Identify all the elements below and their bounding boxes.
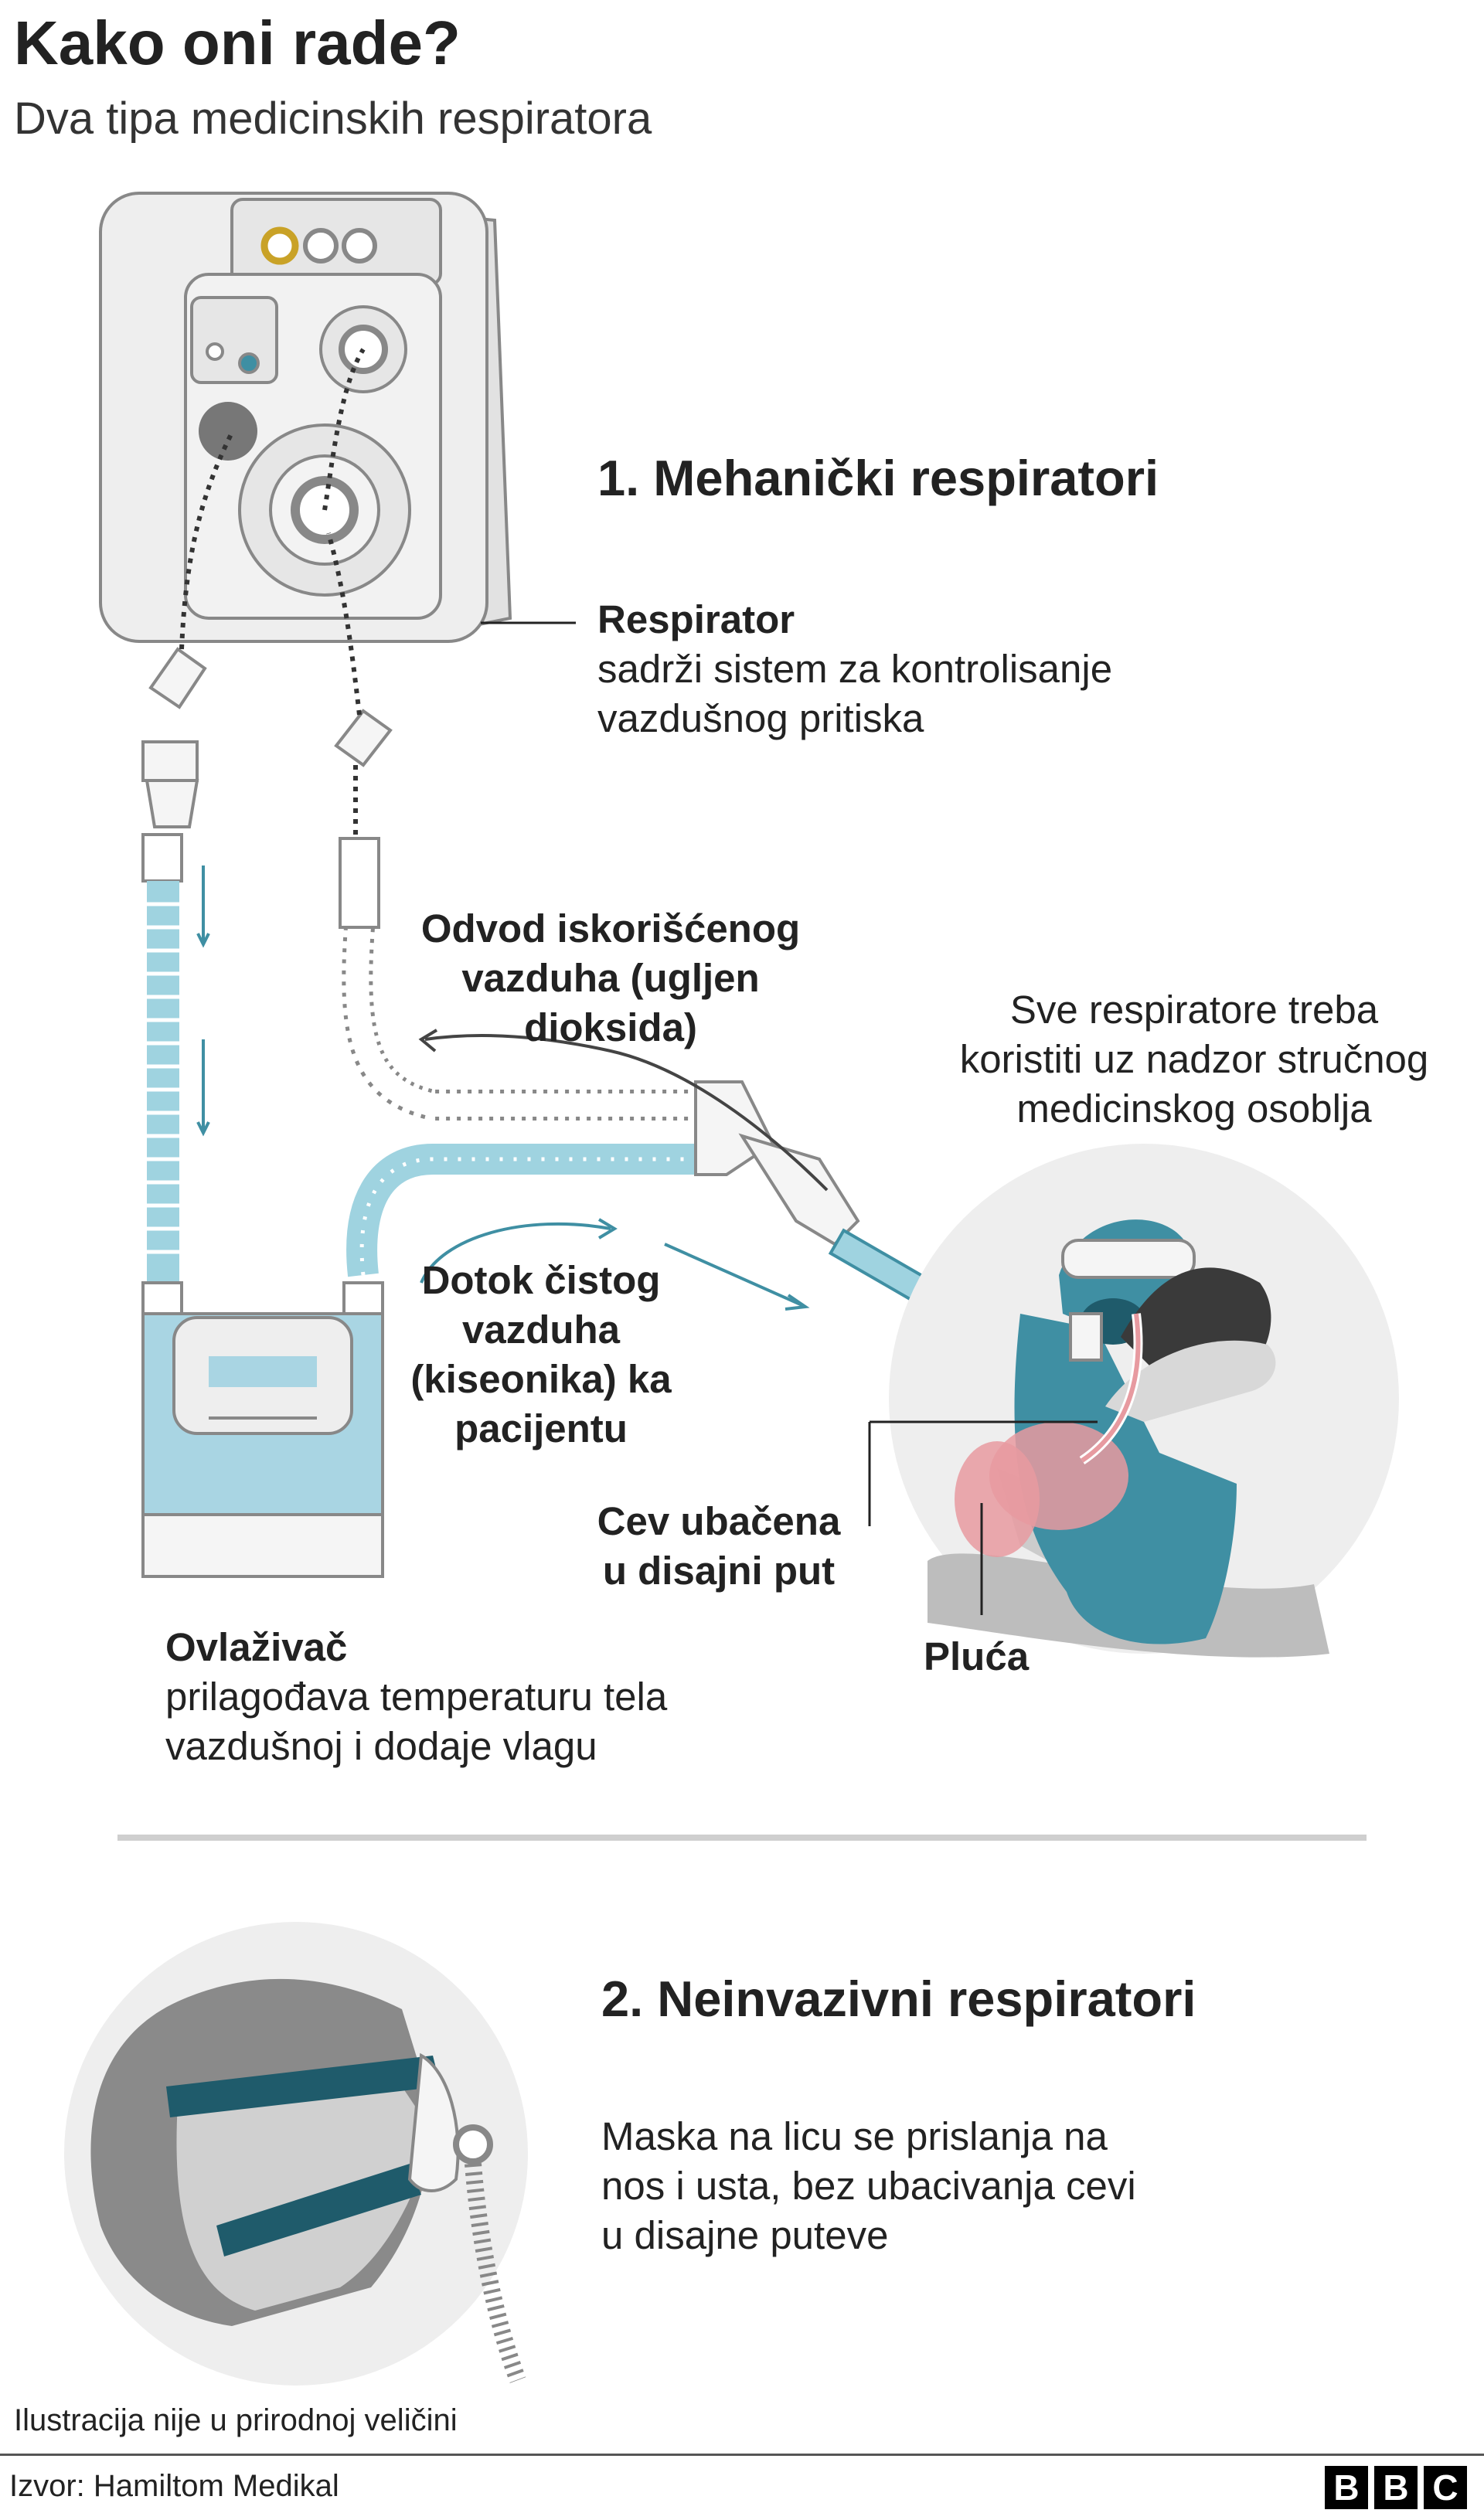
tube-line2: u disajni put — [602, 1549, 836, 1593]
bbc-logo: B B C — [1325, 2466, 1467, 2509]
humidifier-desc-line1: prilagođava temperaturu tela — [165, 1675, 668, 1719]
section2-desc-line1: Maska na licu se prislanja na — [601, 2114, 1108, 2158]
page-subtitle: Dva tipa medicinskih respiratora — [14, 94, 652, 144]
supervision-line2: koristiti uz nadzor stručnog — [959, 1037, 1429, 1081]
respirator-label: Respirator sadrži sistem za kontrolisanj… — [597, 595, 1112, 743]
exhaust-line2: vazduha (ugljen — [461, 956, 760, 1000]
section2-desc-line3: u disajne puteve — [601, 2213, 889, 2257]
section2-desc-line2: nos i usta, bez ubacivanja cevi — [601, 2164, 1136, 2208]
exhaust-line1: Odvod iskorišćenog — [420, 906, 801, 951]
source-credit: Izvor: Hamiltom Medikal — [9, 2469, 339, 2503]
exhaust-label: Odvod iskorišćenog vazduha (ugljen dioks… — [402, 904, 819, 1053]
scale-note: Ilustracija nije u prirodnoj veličini — [14, 2403, 458, 2437]
supervision-line3: medicinskog osoblja — [1016, 1087, 1372, 1131]
respirator-desc-line2: vazdušnog pritiska — [597, 696, 924, 740]
logo-letter-2: B — [1374, 2466, 1418, 2509]
intake-line4: pacijentu — [454, 1406, 628, 1450]
section2-description: Maska na licu se prislanja na nos i usta… — [601, 2112, 1136, 2260]
page-title: Kako oni rade? — [14, 9, 461, 77]
humidifier-illustration — [141, 1312, 384, 1578]
logo-letter-1: B — [1325, 2466, 1368, 2509]
exhaust-line3: dioksida) — [524, 1005, 697, 1049]
humidifier-label: Ovlaživač prilagođava temperaturu tela v… — [165, 1623, 667, 1771]
patient-illustration — [889, 1144, 1399, 1658]
intake-line2: vazduha — [461, 1308, 621, 1352]
respirator-name: Respirator — [597, 597, 795, 641]
tubes-illustration — [141, 833, 1074, 1355]
section1-heading: 1. Mehanički respiratori — [597, 450, 1159, 506]
mask-head-illustration — [64, 1922, 528, 2386]
respirator-desc-line1: sadrži sistem za kontrolisanje — [597, 647, 1113, 691]
lungs-label: Pluća — [924, 1634, 1030, 1678]
supervision-note: Sve respiratore treba koristiti uz nadzo… — [912, 985, 1476, 1134]
footer-divider — [0, 2454, 1484, 2456]
ventilator-illustration — [99, 192, 512, 838]
intake-line1: Dotok čistog — [421, 1258, 661, 1302]
logo-letter-3: C — [1424, 2466, 1467, 2509]
humidifier-name: Ovlaživač — [165, 1625, 348, 1669]
supervision-line1: Sve respiratore treba — [1009, 988, 1379, 1032]
leader-lines — [481, 621, 1098, 1615]
intake-label: Dotok čistog vazduha (kiseonika) ka paci… — [402, 1256, 680, 1454]
intake-line3: (kiseonika) ka — [410, 1357, 672, 1401]
section-divider — [117, 1835, 1367, 1841]
section2-heading: 2. Neinvazivni respiratori — [601, 1971, 1196, 2027]
tube-label: Cev ubačena u disajni put — [572, 1497, 866, 1596]
tube-line1: Cev ubačena — [597, 1499, 841, 1543]
airflow-arrows — [418, 1029, 829, 1311]
humidifier-desc-line2: vazdušnoj i dodaje vlagu — [165, 1724, 597, 1768]
